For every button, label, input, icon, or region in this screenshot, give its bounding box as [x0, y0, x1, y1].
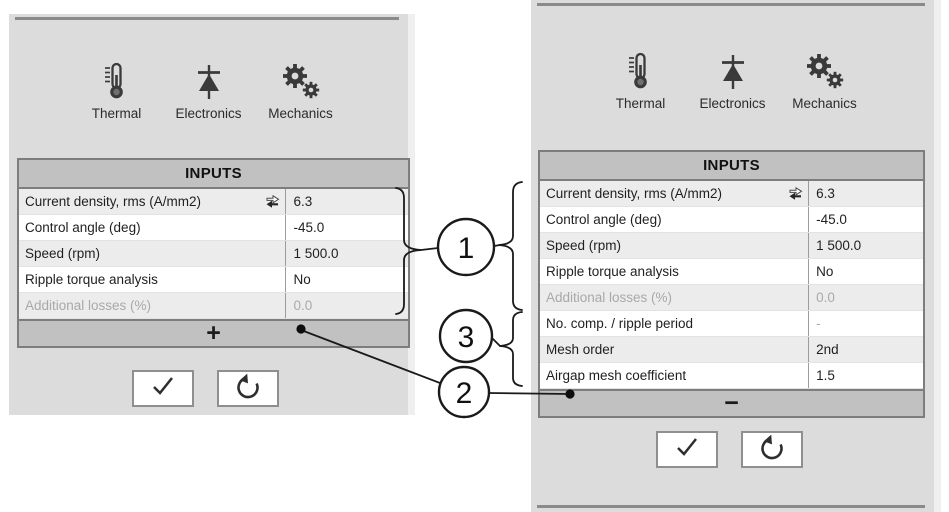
row-label: Additional losses (%)	[546, 290, 673, 305]
table-row: No. comp. / ripple period -	[540, 311, 923, 337]
action-buttons	[531, 431, 927, 468]
diode-icon	[716, 52, 750, 90]
row-label: Airgap mesh coefficient	[546, 368, 687, 383]
thermometer-icon	[103, 62, 129, 100]
minus-icon: −	[724, 389, 739, 417]
add-parameters-button[interactable]: +	[19, 319, 408, 346]
row-value[interactable]: No	[285, 267, 408, 292]
physics-toolbar: Thermal Electronics	[9, 62, 408, 121]
toolbar-item-label: Electronics	[699, 96, 766, 111]
row-label: Control angle (deg)	[25, 220, 141, 235]
row-value[interactable]: 6.3	[808, 181, 923, 206]
confirm-button[interactable]	[131, 370, 194, 407]
table-row: Ripple torque analysis No	[540, 259, 923, 285]
callout-circle-1	[436, 217, 496, 277]
undo-icon	[233, 371, 263, 406]
row-value: 0.0	[808, 285, 923, 310]
reset-button[interactable]	[740, 431, 803, 468]
table-row: Control angle (deg) -45.0	[540, 207, 923, 233]
confirm-button[interactable]	[655, 431, 718, 468]
row-value[interactable]: 1.5	[808, 363, 923, 388]
callout-1-left-line	[420, 247, 439, 251]
toolbar-item-label: Mechanics	[268, 106, 333, 121]
swap-arrows-icon[interactable]	[787, 186, 804, 201]
inputs-table: INPUTS Current density, rms (A/mm2) 6.3 …	[538, 150, 925, 418]
row-label: Ripple torque analysis	[546, 264, 679, 279]
panel-top-edge-line	[15, 17, 399, 20]
thermometer-icon	[627, 52, 653, 90]
row-value: 0.0	[285, 293, 408, 318]
plus-icon: +	[206, 319, 221, 347]
inputs-table-header: INPUTS	[540, 152, 923, 181]
table-row: Current density, rms (A/mm2) 6.3	[19, 189, 408, 215]
action-buttons	[9, 370, 401, 407]
row-value[interactable]: 1 500.0	[285, 241, 408, 266]
row-value[interactable]: 1 500.0	[808, 233, 923, 258]
callout-3-line	[491, 337, 501, 347]
check-icon	[148, 373, 178, 404]
check-icon	[672, 434, 702, 465]
row-label: No. comp. / ripple period	[546, 316, 694, 331]
table-row: Airgap mesh coefficient 1.5	[540, 363, 923, 389]
table-row: Control angle (deg) -45.0	[19, 215, 408, 241]
row-value[interactable]: 6.3	[285, 189, 408, 214]
gears-icon	[281, 62, 321, 100]
brace-right-rows-6-8	[499, 311, 523, 387]
row-label: Speed (rpm)	[25, 246, 101, 261]
callout-circle-3	[438, 308, 494, 364]
callout-number-3: 3	[458, 321, 475, 354]
table-row: Speed (rpm) 1 500.0	[19, 241, 408, 267]
table-row: Speed (rpm) 1 500.0	[540, 233, 923, 259]
toolbar-item-label: Electronics	[175, 106, 242, 121]
toolbar-item-label: Thermal	[91, 106, 142, 121]
row-value[interactable]: 2nd	[808, 337, 923, 362]
reset-button[interactable]	[216, 370, 279, 407]
row-label: Mesh order	[546, 342, 615, 357]
inputs-table: INPUTS Current density, rms (A/mm2) 6.3 …	[17, 158, 410, 348]
toolbar-item-label: Mechanics	[792, 96, 857, 111]
row-label: Control angle (deg)	[546, 212, 662, 227]
row-label: Speed (rpm)	[546, 238, 622, 253]
row-value[interactable]: No	[808, 259, 923, 284]
brace-right-rows-1-5	[498, 181, 523, 311]
callout-number-2: 2	[456, 377, 473, 410]
row-label: Current density, rms (A/mm2)	[25, 194, 202, 209]
toolbar-item-electronics[interactable]: Electronics	[175, 62, 242, 121]
collapse-parameters-button[interactable]: −	[540, 389, 923, 416]
callout-circle-2	[437, 365, 491, 419]
toolbar-item-electronics[interactable]: Electronics	[699, 52, 766, 111]
row-label: Ripple torque analysis	[25, 272, 158, 287]
swap-arrows-icon[interactable]	[264, 194, 281, 209]
toolbar-item-mechanics[interactable]: Mechanics	[268, 62, 334, 121]
row-value[interactable]: -45.0	[808, 207, 923, 232]
row-value[interactable]: -45.0	[285, 215, 408, 240]
panel-bottom-edge-line	[537, 505, 925, 508]
row-label: Additional losses (%)	[25, 298, 152, 313]
callout-1-right-line	[493, 244, 501, 247]
toolbar-item-thermal[interactable]: Thermal	[607, 52, 673, 111]
callout-number-1: 1	[458, 232, 475, 265]
diode-icon	[192, 62, 226, 100]
row-value: -	[808, 311, 923, 336]
inputs-table-header: INPUTS	[19, 160, 408, 189]
toolbar-item-thermal[interactable]: Thermal	[83, 62, 149, 121]
table-row: Additional losses (%) 0.0	[19, 293, 408, 319]
panel-top-edge-line	[537, 3, 925, 6]
table-row: Current density, rms (A/mm2) 6.3	[540, 181, 923, 207]
physics-toolbar: Thermal Electronics	[531, 52, 934, 111]
table-row: Mesh order 2nd	[540, 337, 923, 363]
gears-icon	[805, 52, 845, 90]
table-row: Additional losses (%) 0.0	[540, 285, 923, 311]
toolbar-item-mechanics[interactable]: Mechanics	[792, 52, 858, 111]
toolbar-item-label: Thermal	[615, 96, 666, 111]
table-row: Ripple torque analysis No	[19, 267, 408, 293]
row-label: Current density, rms (A/mm2)	[546, 186, 723, 201]
undo-icon	[757, 432, 787, 467]
